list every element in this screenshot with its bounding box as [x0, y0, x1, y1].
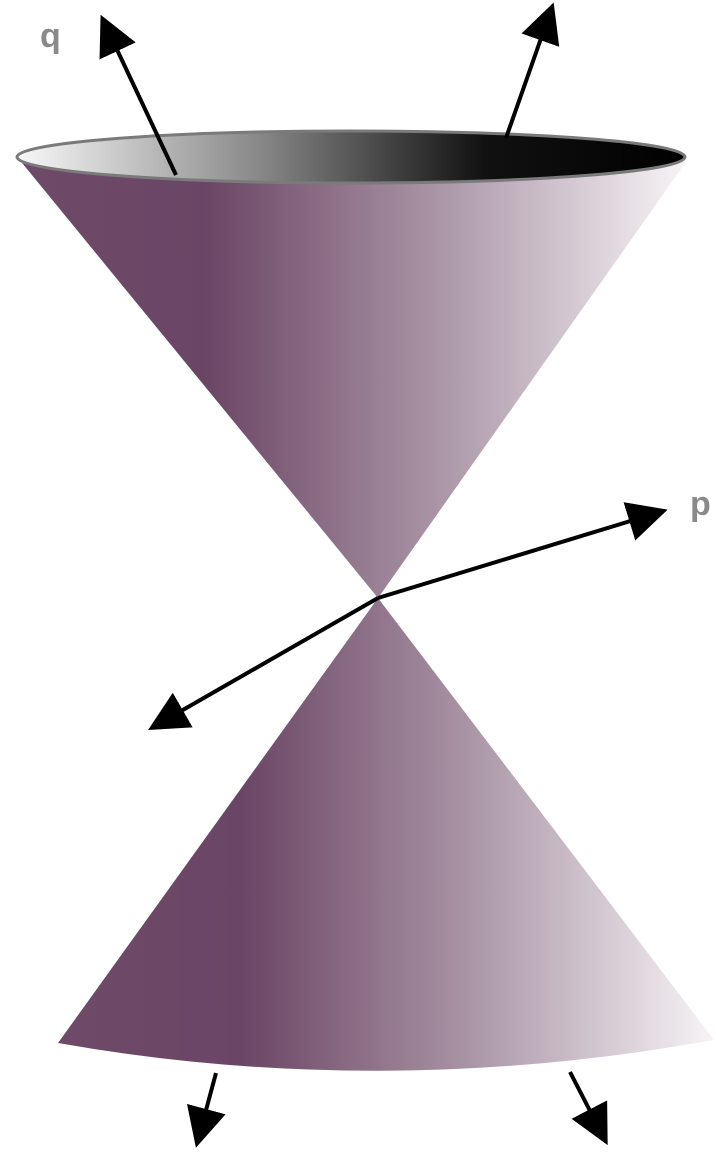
arrow-lower-right	[570, 1072, 604, 1138]
label-p: p	[690, 485, 711, 523]
arrow-lower-left	[198, 1073, 216, 1140]
upper-cone	[18, 158, 686, 598]
label-q: q	[40, 17, 61, 55]
upper-cone-rim	[17, 131, 685, 183]
lower-cone	[58, 598, 714, 1071]
arrow-upper-right	[506, 10, 551, 138]
